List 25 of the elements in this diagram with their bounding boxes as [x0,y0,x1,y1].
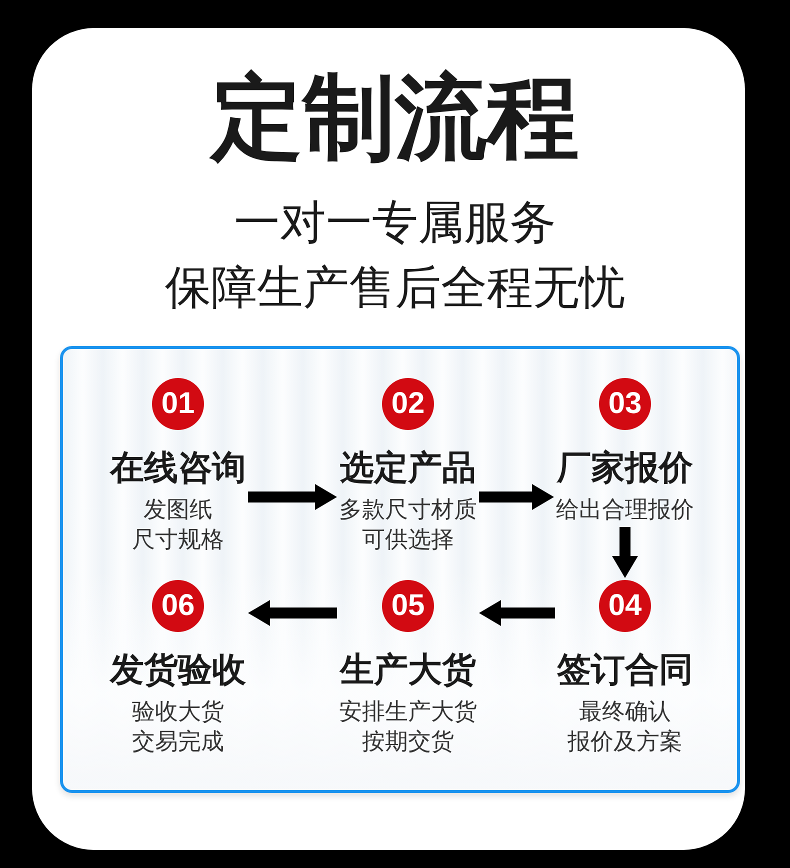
subtitle: 保障生产售后全程无忧 [165,259,625,315]
arrow [248,484,337,510]
step-description: 可供选择 [362,526,454,555]
step-description: 报价及方案 [568,728,682,757]
step-description: 发图纸 [144,496,212,525]
step-title: 签订合同 [557,650,693,690]
subtitle: 一对一专属服务 [234,194,556,250]
step-description: 给出合理报价 [556,496,694,525]
step-title: 选定产品 [340,448,476,488]
step-description: 多款尺寸材质 [339,496,477,525]
step-title: 厂家报价 [557,448,693,488]
step-description: 按期交货 [362,728,454,757]
step-description: 尺寸规格 [132,526,224,555]
step-description: 安排生产大货 [339,698,477,727]
step-description: 交易完成 [132,728,224,757]
step-description: 验收大货 [132,698,224,727]
arrow [248,600,337,626]
step-description: 最终确认 [579,698,671,727]
step-title: 生产大货 [340,650,476,690]
title: 定制流程 [211,68,579,168]
step-title: 在线咨询 [110,448,246,488]
arrow [479,600,555,626]
arrow [612,527,638,578]
step-title: 发货验收 [110,650,246,690]
arrow [479,484,554,510]
